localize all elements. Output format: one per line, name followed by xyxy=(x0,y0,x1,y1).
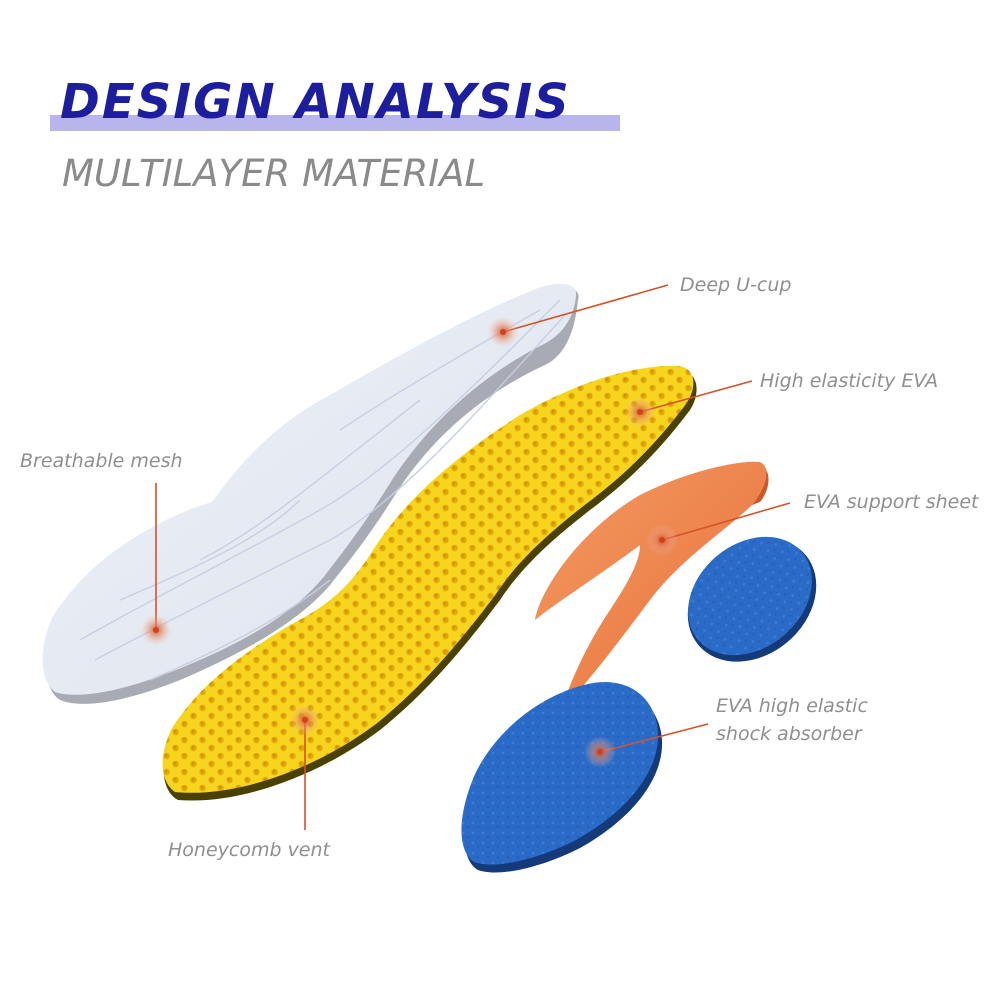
label-shock-absorber-line1: EVA high elastic xyxy=(716,695,868,717)
label-shock-absorber: EVA high elastic shock absorber xyxy=(716,692,868,748)
label-eva-support-sheet: EVA support sheet xyxy=(804,491,979,513)
page-subtitle: MULTILAYER MATERIAL xyxy=(62,152,486,195)
eva-support-sheet-layer xyxy=(535,461,769,712)
small-shock-pad xyxy=(687,536,817,662)
leader-line-eva-support-sheet xyxy=(661,502,791,541)
label-high-elasticity-eva: High elasticity EVA xyxy=(760,370,939,392)
callout-dots xyxy=(140,316,678,768)
leader-line-shock-absorber xyxy=(599,723,709,753)
label-shock-absorber-line2: shock absorber xyxy=(716,723,862,745)
heel-shock-absorber xyxy=(461,682,663,873)
leader-line-deep-u-cup xyxy=(502,284,669,333)
title-underline-bar xyxy=(50,115,620,131)
breathable-mesh-layer xyxy=(42,283,579,704)
label-breathable-mesh: Breathable mesh xyxy=(20,450,183,472)
honeycomb-eva-layer xyxy=(162,365,697,801)
label-deep-u-cup: Deep U-cup xyxy=(680,274,792,296)
page-title: DESIGN ANALYSIS xyxy=(60,74,571,130)
label-honeycomb-vent: Honeycomb vent xyxy=(168,839,330,861)
leader-line-high-elasticity-eva xyxy=(639,380,753,413)
leader-lines xyxy=(155,284,791,830)
